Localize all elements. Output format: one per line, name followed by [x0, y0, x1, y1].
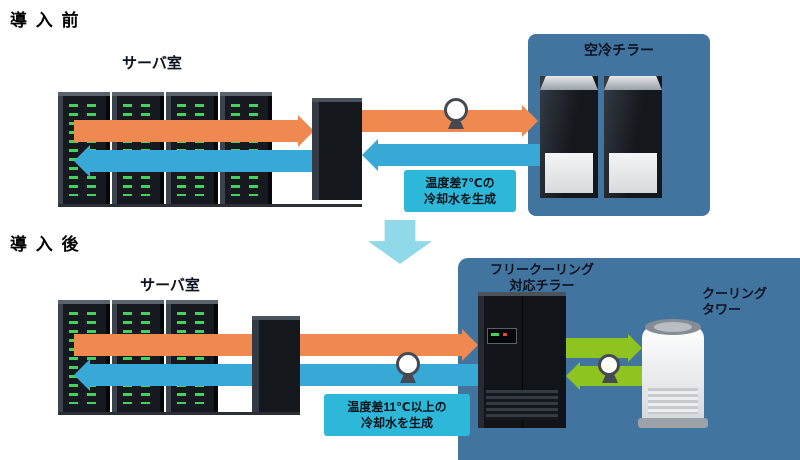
pump-stand [448, 120, 464, 129]
status-led-red [503, 333, 507, 336]
after-section-title: 導 入 後 [10, 235, 81, 254]
hot-flow-arrowhead [522, 105, 538, 137]
air-cooled-chiller [604, 76, 662, 198]
pump-icon [598, 354, 620, 383]
note-line: 温度差11℃以上の [347, 399, 447, 414]
after-unit-label-line: 対応チラー [509, 278, 575, 294]
before-note-callout: 温度差7℃の 冷却水を生成 [404, 170, 516, 212]
after-server-room-label: サーバ室 [140, 277, 200, 294]
hot-flow-arrowhead [462, 329, 478, 361]
cabinet-control-display [487, 328, 517, 344]
note-line: 温度差7℃の [425, 175, 495, 190]
rack-led-column [87, 312, 96, 404]
after-unit-label-line: フリークーリング [489, 262, 594, 277]
ground-shadow [58, 204, 362, 207]
rack-led-column [195, 312, 204, 404]
tower-flow-arrowhead [628, 334, 642, 362]
rack-led-column [69, 312, 78, 404]
cold-flow-arrowhead [74, 359, 90, 391]
air-cooled-chiller [540, 76, 598, 198]
server-rack [112, 92, 164, 204]
tower-base [638, 418, 708, 428]
status-led-green [491, 333, 499, 336]
cooling-tower [638, 319, 708, 428]
before-server-room-label: サーバ室 [122, 55, 182, 72]
pump-icon [444, 98, 468, 129]
cold-flow-arrow [90, 150, 312, 172]
before-chiller-label: 空冷チラー [584, 42, 654, 58]
ground-shadow [58, 412, 300, 415]
chiller-front-panel [609, 153, 657, 193]
rack-led-column [123, 312, 132, 404]
after-unit-label: フリークーリング 対応チラー [462, 262, 622, 295]
after-tower-label-line: クーリング [702, 286, 768, 301]
server-rack [166, 92, 218, 204]
rack-led-column [141, 312, 150, 404]
tower-flow-arrow [566, 338, 628, 358]
cold-flow-arrowhead [362, 139, 378, 171]
server-rack [58, 300, 110, 412]
after-tower-label-line: タワー [702, 302, 742, 318]
cold-flow-arrow [378, 144, 540, 166]
hot-flow-arrow [74, 120, 298, 142]
crac-unit [312, 98, 362, 200]
pump-body [444, 98, 468, 122]
free-cooling-chiller-cabinet [478, 292, 566, 428]
tower-louver [648, 388, 698, 414]
after-note-callout: 温度差11℃以上の 冷却水を生成 [324, 394, 470, 436]
note-line: 冷却水を生成 [423, 192, 496, 206]
rack-led-column [69, 104, 78, 196]
cabinet-vent-grille [486, 390, 558, 420]
chiller-front-panel [545, 153, 593, 193]
cabinet-seam [522, 296, 523, 428]
server-rack [166, 300, 218, 412]
hot-flow-arrowhead [298, 115, 314, 147]
chiller-top-cap [604, 76, 662, 90]
server-rack [220, 92, 272, 204]
after-tower-label: クーリング タワー [702, 286, 794, 319]
hot-flow-arrow [362, 110, 522, 132]
pump-body [396, 352, 420, 376]
chiller-top-cap [540, 76, 598, 90]
crac-unit [252, 316, 300, 412]
cold-flow-arrowhead [74, 145, 90, 177]
before-section-title: 導 入 前 [10, 11, 81, 30]
pump-icon [396, 352, 420, 383]
note-line: 冷却水を生成 [360, 416, 433, 430]
pump-stand [602, 374, 618, 383]
down-arrow-icon [368, 220, 432, 264]
pump-body [598, 354, 620, 376]
server-rack [112, 300, 164, 412]
rack-led-column [177, 312, 186, 404]
tower-fan-cap-inner [654, 322, 692, 332]
tower-flow-arrowhead [566, 362, 580, 390]
pump-stand [400, 374, 416, 383]
